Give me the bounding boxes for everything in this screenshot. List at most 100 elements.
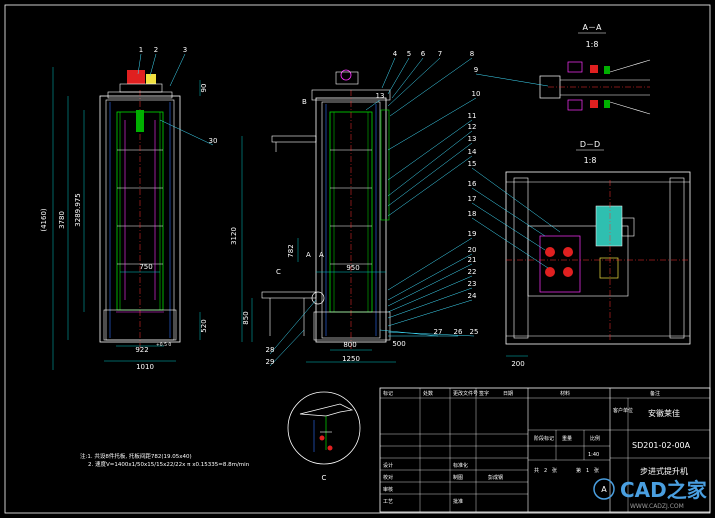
part-balloon-19: 19 <box>468 230 477 238</box>
balloon-leader-12 <box>387 130 473 197</box>
part-balloon-17: 17 <box>468 195 477 203</box>
detail-c-view: C <box>287 391 361 482</box>
note-line-2: 2. 速度V=1400x1/50x15/15x22/22x π x0.15335… <box>88 460 250 468</box>
tb-change-doc: 更改文件号 <box>453 390 478 397</box>
part-balloon-16: 16 <box>468 180 477 188</box>
part-balloon-20: 20 <box>468 246 477 254</box>
dim-width-750: 750 <box>139 263 152 271</box>
drawing-frame <box>4 4 711 514</box>
dim-overall-height: (4160) <box>40 208 48 232</box>
dim-width-1010: 1010 <box>136 363 154 371</box>
balloon-leader-23 <box>387 287 473 319</box>
balloon-leader-27 <box>379 329 439 337</box>
side-view <box>261 69 391 350</box>
dim-height-3120: 3120 <box>230 227 238 245</box>
dim-height-850: 850 <box>242 311 250 324</box>
tb-standard: 标准化 <box>453 462 468 469</box>
side-view-dimensions: 3120 782 850 950 800 500 1250 A A B C <box>230 98 406 363</box>
tb-drafter: 制图 <box>453 474 463 481</box>
watermark-brand: CAD之家 <box>620 478 708 502</box>
part-balloon-21: 21 <box>468 256 477 264</box>
part-balloon-25: 25 <box>470 328 479 336</box>
tb-count: 处数 <box>423 390 433 397</box>
dim-height-3289: 3289.975 <box>74 193 82 226</box>
part-balloon-2: 2 <box>154 46 158 54</box>
balloon-leader-5 <box>387 57 410 95</box>
dim-height-3780: 3780 <box>58 211 66 229</box>
tb-design: 设计 <box>383 462 393 469</box>
tb-remarks: 备注 <box>650 390 660 397</box>
balloon-leader-22 <box>387 275 473 313</box>
section-dd-title: D－D <box>580 140 600 149</box>
balloon-leader-1 <box>137 53 142 75</box>
part-balloon-11: 11 <box>468 112 477 120</box>
balloon-leader-11 <box>387 119 473 181</box>
tb-process: 工艺 <box>383 499 393 505</box>
tb-date: 日期 <box>503 391 513 397</box>
view-arrow-a-right: A <box>319 251 324 259</box>
part-balloon-24: 24 <box>468 292 477 300</box>
cadzj-watermark: A CAD之家 WWW.CADZJ.COM <box>593 478 708 510</box>
part-balloon-5: 5 <box>407 50 411 58</box>
balloon-leader-24 <box>387 299 473 327</box>
balloon-leader-14 <box>387 155 473 217</box>
section-aa-title: A－A <box>583 23 602 32</box>
title-block: 标记 处数 更改文件号 签字 日期 材料 备注 设计 标准化 校对 制图 彭成钢… <box>379 387 711 513</box>
balloon-leader-3 <box>169 53 186 87</box>
tb-sheets-total-label: 共 <box>534 467 539 474</box>
dim-tol-922: +0.5 0 <box>156 342 171 348</box>
part-balloon-22: 22 <box>468 268 477 276</box>
tb-client-label: 客户单位 <box>613 407 633 414</box>
dim-height-782: 782 <box>287 244 295 257</box>
part-balloon-9: 9 <box>474 66 478 74</box>
technical-notes: 注:1. 共设8件托板, 托板间距782(19.05x40) 2. 速度V=14… <box>80 452 250 468</box>
balloon-leader-17 <box>471 202 546 251</box>
balloon-leader-25 <box>387 331 475 337</box>
tb-approve: 批准 <box>453 498 463 505</box>
balloon-leader-13 <box>365 99 381 111</box>
tb-proof: 校对 <box>383 474 393 481</box>
part-balloon-1: 1 <box>139 46 143 54</box>
part-balloon-3: 3 <box>183 46 187 54</box>
balloon-leader-9 <box>475 73 549 87</box>
front-view <box>99 70 181 350</box>
tb-sheets-total: 2 <box>544 468 547 474</box>
balloon-leader-29 <box>269 329 305 367</box>
tb-drawing-number: SD201-02-00A <box>632 441 691 450</box>
part-balloon-30: 30 <box>209 137 218 145</box>
part-balloon-10: 10 <box>472 90 481 98</box>
balloon-leader-7 <box>387 57 441 107</box>
part-balloon-6: 6 <box>421 50 426 58</box>
tb-review: 审核 <box>383 486 393 493</box>
balloon-leader-18 <box>471 217 549 269</box>
part-balloon-27: 27 <box>434 328 443 336</box>
dim-bottom-520: 520 <box>200 319 208 332</box>
balloon-leader-19 <box>387 237 473 291</box>
dim-width-922: 922 <box>135 346 148 354</box>
tb-ratio: 比例 <box>590 435 600 442</box>
dim-top-90: 90 <box>200 84 208 93</box>
dim-height-500: 500 <box>392 340 405 348</box>
watermark-url: WWW.CADZJ.COM <box>630 503 684 510</box>
balloon-leader-15 <box>471 167 561 233</box>
tb-drawing-name: 步进式提升机 <box>640 466 688 476</box>
tb-mark: 标记 <box>383 390 393 397</box>
part-balloon-28: 28 <box>266 346 275 354</box>
part-balloon-4: 4 <box>393 50 398 58</box>
dim-width-200: 200 <box>511 360 524 368</box>
part-balloon-13: 13 <box>468 135 477 143</box>
tb-sheets-unit: 张 <box>552 467 557 474</box>
balloon-leader-10 <box>387 97 477 151</box>
balloon-leaders <box>137 53 561 367</box>
part-balloon-7: 7 <box>438 50 442 58</box>
tb-scale-value: 1:40 <box>588 452 599 458</box>
balloon-leader-4 <box>381 57 396 89</box>
part-balloon-8: 8 <box>470 50 474 58</box>
part-balloon-26: 26 <box>454 328 463 336</box>
view-arrow-a-left: A <box>306 251 311 259</box>
tb-sheet-no: 1 <box>586 468 589 474</box>
detail-c-marker: C <box>276 268 281 276</box>
part-balloon-12: 12 <box>468 123 477 131</box>
detail-c-label: C <box>322 474 327 482</box>
part-balloon-29: 29 <box>266 358 275 366</box>
